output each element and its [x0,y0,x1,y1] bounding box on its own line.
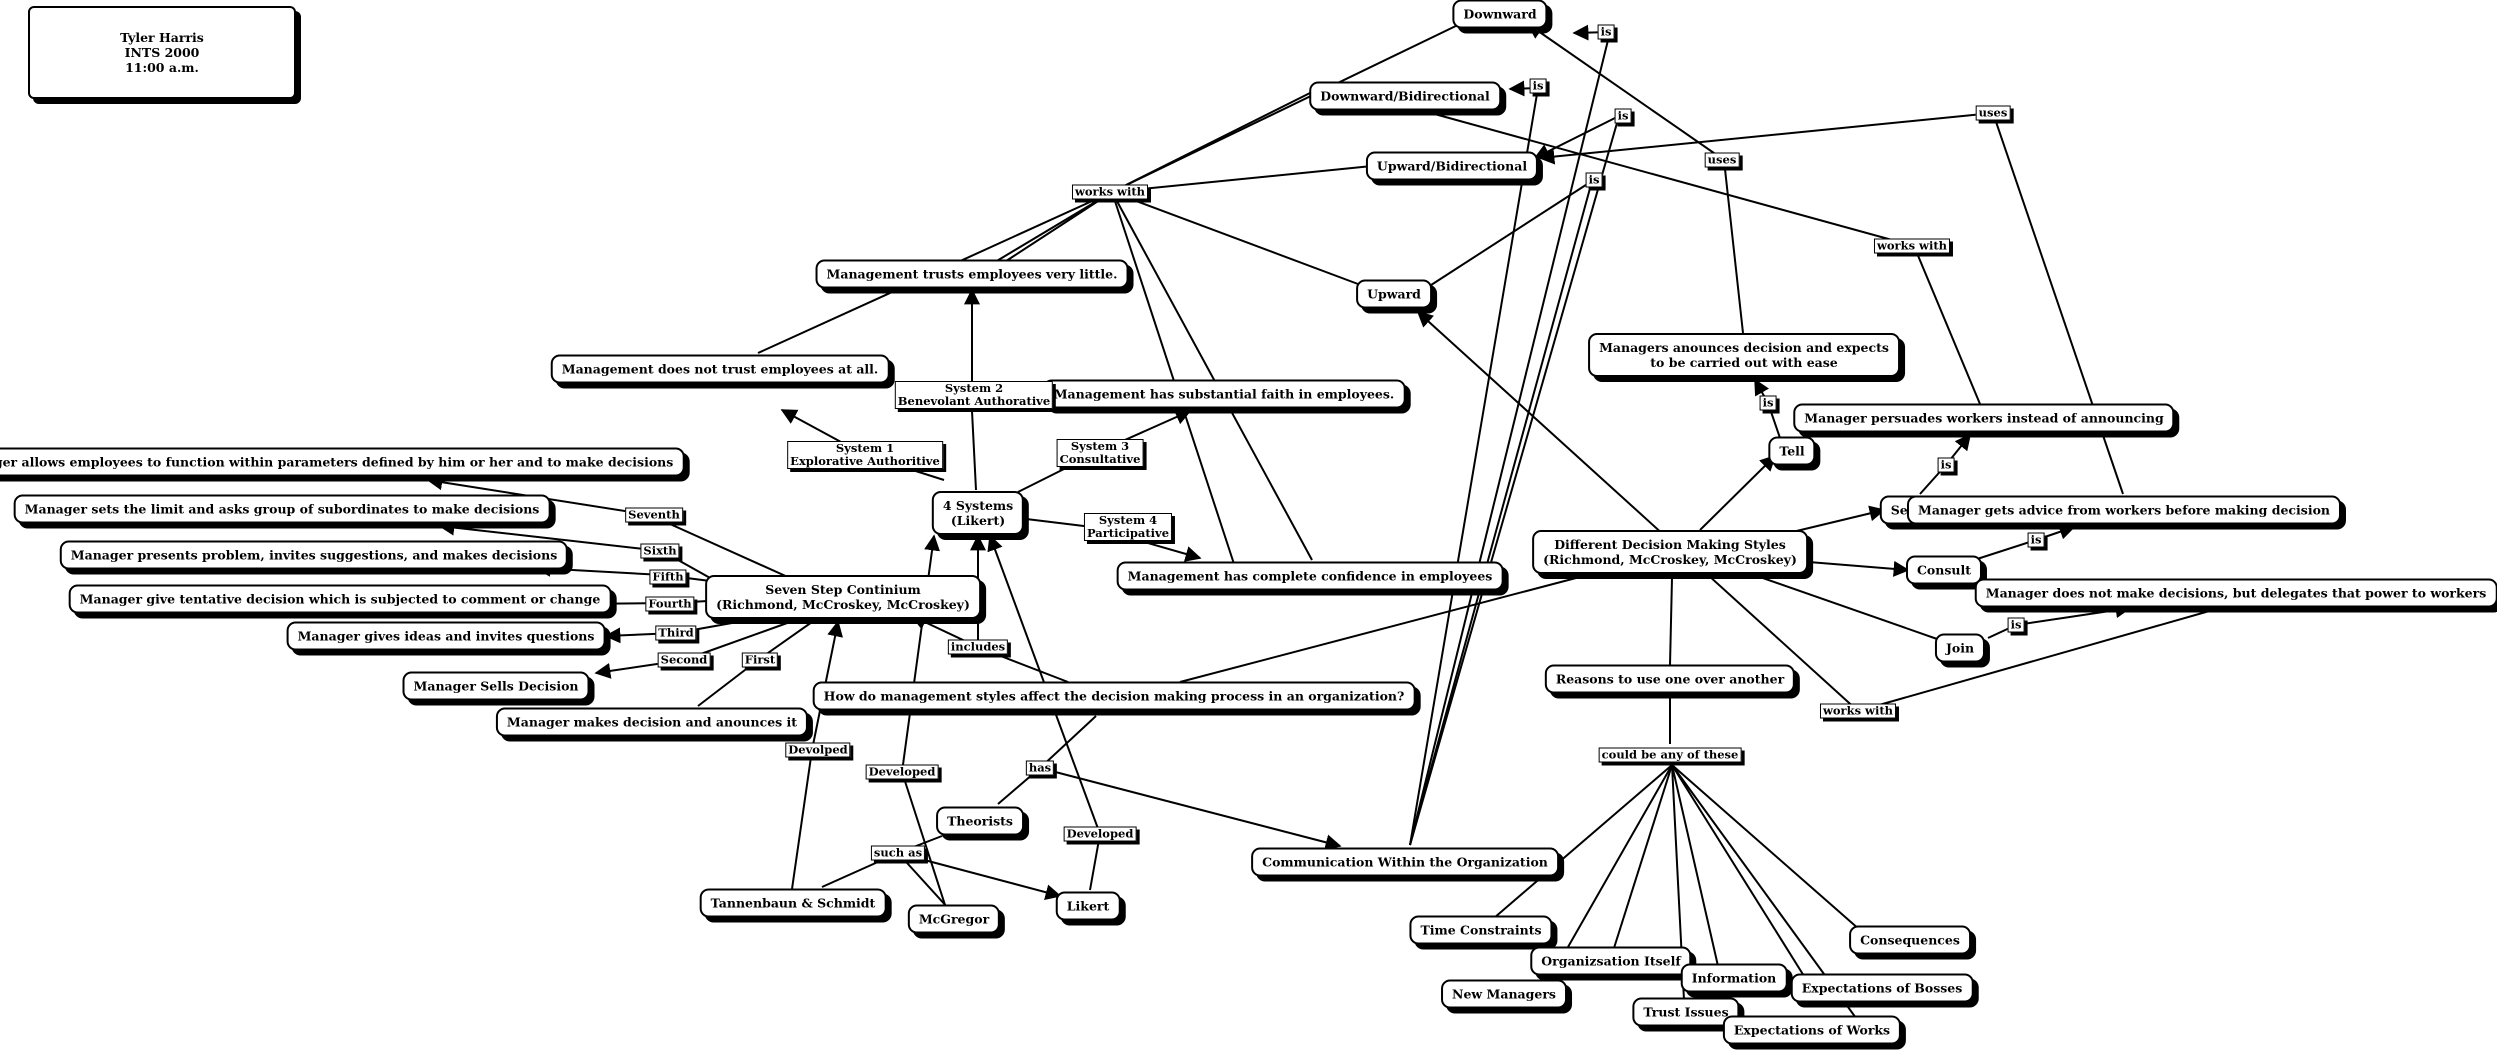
link-label-such-as: such as [870,845,926,861]
node-upward[interactable]: Upward [1356,279,1432,309]
node-complete-confidence[interactable]: Management has complete confidence in em… [1116,561,1504,591]
class-time: 11:00 a.m. [125,60,199,75]
link-label-first: First [741,652,779,668]
node-communication-within-org[interactable]: Communication Within the Organization [1251,847,1559,877]
link-label-developed: Developed [1063,826,1137,842]
node-manager-delegates[interactable]: Manager does not make decisions, but del… [1974,578,2497,608]
link-label-is: is [1585,172,1603,188]
link-label-includes: includes [947,639,1009,655]
link-label-developed: Developed [865,764,939,780]
node-expectations-works[interactable]: Expectations of Works [1722,1015,1902,1045]
node-manager-persuades[interactable]: Manager persuades workers instead of ann… [1793,403,2175,433]
node-consult[interactable]: Consult [1905,555,1983,585]
node-central-question[interactable]: How do management styles affect the deci… [812,681,1416,711]
link-label-fourth: Fourth [645,596,695,612]
link-label-has: has [1025,760,1055,776]
link-label-could-be-any-of-these: could be any of these [1598,747,1742,763]
author-header-card: Tyler Harris INTS 2000 11:00 a.m. [28,6,296,99]
node-time-constraints[interactable]: Time Constraints [1409,915,1553,945]
node-manager-sells[interactable]: Manager Sells Decision [402,671,590,701]
node-likert[interactable]: Likert [1055,891,1121,921]
link-label-uses: uses [1975,105,2011,121]
link-label-system-3: System 3 Consultative [1056,439,1144,467]
node-expectations-bosses[interactable]: Expectations of Bosses [1790,973,1974,1003]
link-label-uses: uses [1704,152,1740,168]
node-reasons[interactable]: Reasons to use one over another [1544,664,1796,694]
link-label-seventh: Seventh [625,507,683,523]
node-organization-itself[interactable]: Organizsation Itself [1530,946,1692,976]
node-theorists[interactable]: Theorists [936,806,1024,836]
node-management-no-trust[interactable]: Management does not trust employees at a… [550,354,890,384]
node-managers-announces-decision[interactable]: Managers anounces decision and expects t… [1588,333,1900,377]
node-decision-making-styles[interactable]: Different Decision Making Styles (Richmo… [1532,530,1808,574]
link-label-third: Third [655,625,697,641]
link-label-system-1: System 1 Explorative Authoritive [787,441,943,469]
node-manager-presents[interactable]: Manager presents problem, invites sugges… [59,540,569,570]
node-upward-bidirectional[interactable]: Upward/Bidirectional [1365,151,1539,181]
node-management-trusts-little[interactable]: Management trusts employees very little. [815,259,1129,289]
node-trust-issues[interactable]: Trust Issues [1632,997,1740,1027]
link-label-is: is [1759,395,1777,411]
node-manager-gets-advice[interactable]: Manager gets advice from workers before … [1906,495,2342,525]
link-label-devolped: Devolped [785,742,851,758]
node-sell[interactable]: Sell [1879,495,1929,525]
node-manager-tentative[interactable]: Manager give tentative decision which is… [68,584,612,614]
link-label-works-with: works with [1819,703,1897,719]
node-consequences[interactable]: Consequences [1849,925,1971,955]
author-name: Tyler Harris [120,30,204,45]
node-manager-gives-ideas[interactable]: Manager gives ideas and invites question… [286,621,606,651]
link-label-system-2: System 2 Benevolant Authorative [894,381,1054,409]
node-tannenbaun-schmidt[interactable]: Tannenbaun & Schmidt [699,888,887,918]
node-four-systems[interactable]: 4 Systems (Likert) [931,491,1025,535]
node-seven-step-continium[interactable]: Seven Step Continium (Richmond, McCroske… [705,575,981,619]
link-label-works-with: works with [1873,238,1951,254]
link-label-is: is [1614,108,1632,124]
link-label-is: is [1937,457,1955,473]
node-tell[interactable]: Tell [1768,436,1816,466]
course-code: INTS 2000 [124,45,200,60]
node-manager-allows[interactable]: Manager allows employees to function wit… [0,447,685,477]
node-new-managers[interactable]: New Managers [1441,979,1567,1009]
link-label-is: is [2027,532,2045,548]
link-label-second: Second [657,652,711,668]
link-label-is: is [1597,24,1615,40]
link-label-sixth: Sixth [640,543,680,559]
link-label-is: is [1529,78,1547,94]
node-downward[interactable]: Downward [1452,0,1548,29]
node-join[interactable]: Join [1934,633,1986,663]
node-downward-bidirectional[interactable]: Downward/Bidirectional [1309,81,1501,111]
node-substantial-faith[interactable]: Management has substantial faith in empl… [1042,379,1406,409]
link-label-fifth: Fifth [649,569,687,585]
link-label-works-with: works with [1071,184,1149,200]
node-manager-sets-limit[interactable]: Manager sets the limit and asks group of… [13,494,551,524]
node-manager-announces[interactable]: Manager makes decision and anounces it [495,707,809,737]
node-information[interactable]: Information [1680,963,1788,993]
link-label-system-4: System 4 Participative [1083,513,1173,541]
node-mcgregor[interactable]: McGregor [907,904,1001,934]
link-label-is: is [2007,617,2025,633]
